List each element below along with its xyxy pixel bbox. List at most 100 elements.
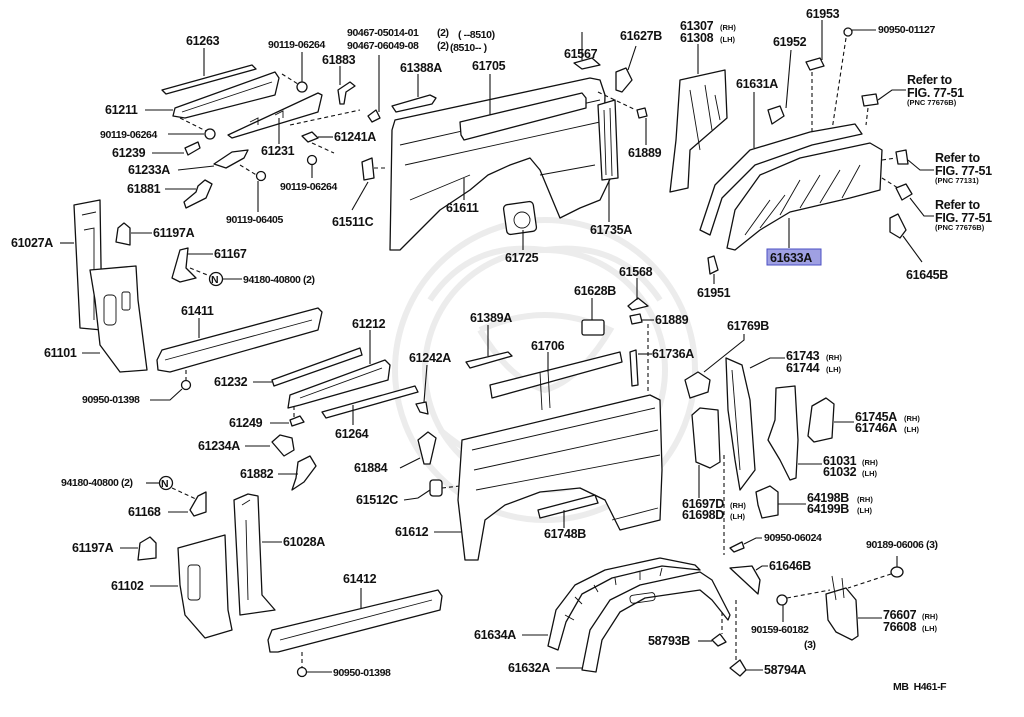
label-61263[interactable]: 61263 (186, 34, 220, 48)
label-94180-40800-b[interactable]: 94180-40800 (2) (61, 477, 133, 489)
part-61706[interactable]: 61706 (489, 339, 623, 411)
part-61632A[interactable]: 61632A (508, 571, 731, 675)
part-61197A-b[interactable]: 61197A (72, 536, 157, 561)
part-61168[interactable]: 61168 (128, 491, 207, 519)
label-61631A[interactable]: 61631A (736, 77, 779, 91)
part-90189-06006[interactable]: 90189-06006 (3) (847, 539, 938, 589)
part-61952[interactable]: 61952 (767, 35, 807, 125)
part-61568[interactable]: 61568 (619, 265, 653, 311)
reference-fig-77-51-b[interactable]: Refer to FIG. 77-51 (PNC 77131) (881, 149, 992, 185)
part-61882[interactable]: 61882 (240, 455, 317, 491)
part-61249[interactable]: 61249 (229, 406, 305, 430)
part-61167[interactable]: 61167 (171, 247, 247, 283)
label-90159-60182[interactable]: 90159-60182 (751, 624, 809, 636)
label-90950-01398-b[interactable]: 90950-01398 (333, 667, 391, 679)
part-61627B[interactable]: 61627B (597, 29, 663, 111)
part-61705[interactable]: 61705 (459, 59, 587, 141)
part-61725[interactable]: 61725 (502, 200, 539, 265)
part-61889-b[interactable]: 61889 (629, 313, 689, 392)
label-61612[interactable]: 61612 (395, 525, 429, 539)
part-61412[interactable]: 61412 (267, 572, 443, 653)
label-61412[interactable]: 61412 (343, 572, 377, 586)
part-61884[interactable]: 61884 (354, 431, 437, 475)
label-61889-b[interactable]: 61889 (655, 313, 689, 327)
part-58793B[interactable]: 58793B (648, 612, 727, 648)
part-90950-01127[interactable]: 90950-01127 (831, 24, 936, 131)
part-61748B[interactable]: 61748B (537, 494, 599, 541)
label-61568[interactable]: 61568 (619, 265, 653, 279)
part-61389A[interactable]: 61389A (465, 311, 513, 369)
label-61736A[interactable]: 61736A (652, 347, 695, 361)
reference-fig-77-51-c[interactable]: Refer to FIG. 77-51 (PNC 77676B) (881, 177, 992, 232)
label-61628B[interactable]: 61628B (574, 284, 617, 298)
part-61628B[interactable]: 61628B (574, 284, 617, 336)
part-64198B-64199B[interactable]: 64198B (RH) 64199B (LH) (755, 485, 873, 519)
part-61028A[interactable]: 61028A (233, 493, 326, 616)
label-61241A[interactable]: 61241A (334, 130, 377, 144)
label-64198B[interactable]: 64198B (807, 491, 850, 505)
label-61264[interactable]: 61264 (335, 427, 369, 441)
part-61027A[interactable]: 61027A (11, 199, 103, 331)
part-61736A[interactable]: 61736A (629, 347, 695, 387)
part-61634A[interactable]: 61634A (474, 557, 701, 651)
label-90467-06049-08[interactable]: 90467-06049-08 (347, 40, 419, 52)
label-61748B[interactable]: 61748B (544, 527, 587, 541)
part-61769B[interactable]: 61769B (684, 319, 770, 399)
part-58794A[interactable]: 58794A (729, 600, 807, 677)
part-61735A[interactable]: 61735A (590, 99, 633, 237)
label-61735A[interactable]: 61735A (590, 223, 633, 237)
label-61705[interactable]: 61705 (472, 59, 506, 73)
part-90119-06264-b[interactable]: 90119-06264 (100, 117, 216, 141)
label-61745A[interactable]: 61745A (855, 410, 898, 424)
label-61231[interactable]: 61231 (261, 144, 295, 158)
part-61645B[interactable]: 61645B (889, 213, 949, 282)
label-90950-06024[interactable]: 90950-06024 (764, 532, 822, 544)
label-61212[interactable]: 61212 (352, 317, 386, 331)
part-61234A[interactable]: 61234A (198, 434, 295, 457)
reference-fig-77-51-a[interactable]: Refer to FIG. 77-51 (PNC 77676B) (861, 73, 964, 126)
label-61512C[interactable]: 61512C (356, 493, 399, 507)
label-90119-06405[interactable]: 90119-06405 (226, 214, 284, 226)
reference-3-fig[interactable]: FIG. 77-51 (935, 211, 992, 225)
part-61263[interactable]: 61263 (161, 34, 257, 95)
label-61884[interactable]: 61884 (354, 461, 388, 475)
part-61241A[interactable]: 61241A (301, 130, 377, 154)
part-61743-61744[interactable]: 61743 (RH) 61744 (LH) (725, 349, 842, 491)
label-61232[interactable]: 61232 (214, 375, 248, 389)
part-61307-61308[interactable]: 61307 (RH) 61308 (LH) (669, 19, 736, 193)
label-61411[interactable]: 61411 (181, 304, 214, 318)
part-61633A[interactable]: 61633A (726, 142, 883, 266)
label-61769B[interactable]: 61769B (727, 319, 770, 333)
label-61951[interactable]: 61951 (697, 286, 731, 300)
label-61627B[interactable]: 61627B (620, 29, 663, 43)
part-61388A[interactable]: 61388A (391, 61, 443, 113)
part-61197A-a[interactable]: 61197A (115, 222, 195, 246)
label-61567[interactable]: 61567 (564, 47, 598, 61)
label-61633A[interactable]: 61633A (770, 251, 813, 265)
label-61706[interactable]: 61706 (531, 339, 565, 353)
label-61028A[interactable]: 61028A (283, 535, 326, 549)
label-61952[interactable]: 61952 (773, 35, 807, 49)
label-61611[interactable]: 61611 (446, 201, 479, 215)
part-61102[interactable]: 61102 (111, 534, 233, 639)
part-61264[interactable]: 61264 (321, 385, 419, 441)
label-61389A[interactable]: 61389A (470, 311, 513, 325)
part-90119-06405[interactable]: 90119-06405 (226, 170, 284, 227)
part-61889-a[interactable]: 61889 (628, 107, 662, 160)
label-61743[interactable]: 61743 (786, 349, 820, 363)
part-61233A[interactable]: 61233A (128, 149, 259, 177)
part-90119-06264-a[interactable]: 90119-06264 (268, 39, 326, 93)
reference-1-fig[interactable]: FIG. 77-51 (907, 86, 964, 100)
label-61197A-a[interactable]: 61197A (153, 226, 195, 240)
part-90950-01398-a[interactable]: 90950-01398 (82, 370, 192, 406)
label-61167[interactable]: 61167 (214, 247, 247, 261)
part-61631A[interactable]: 61631A (699, 77, 863, 236)
label-64199B[interactable]: 64199B (807, 502, 850, 516)
label-61725[interactable]: 61725 (505, 251, 539, 265)
label-61233A[interactable]: 61233A (128, 163, 171, 177)
label-61197A-b[interactable]: 61197A (72, 541, 114, 555)
part-61232[interactable]: 61232 (214, 347, 363, 389)
part-61883[interactable]: 61883 (322, 53, 356, 105)
part-61231[interactable]: 61231 (227, 92, 323, 158)
part-61411[interactable]: 61411 (156, 304, 323, 373)
